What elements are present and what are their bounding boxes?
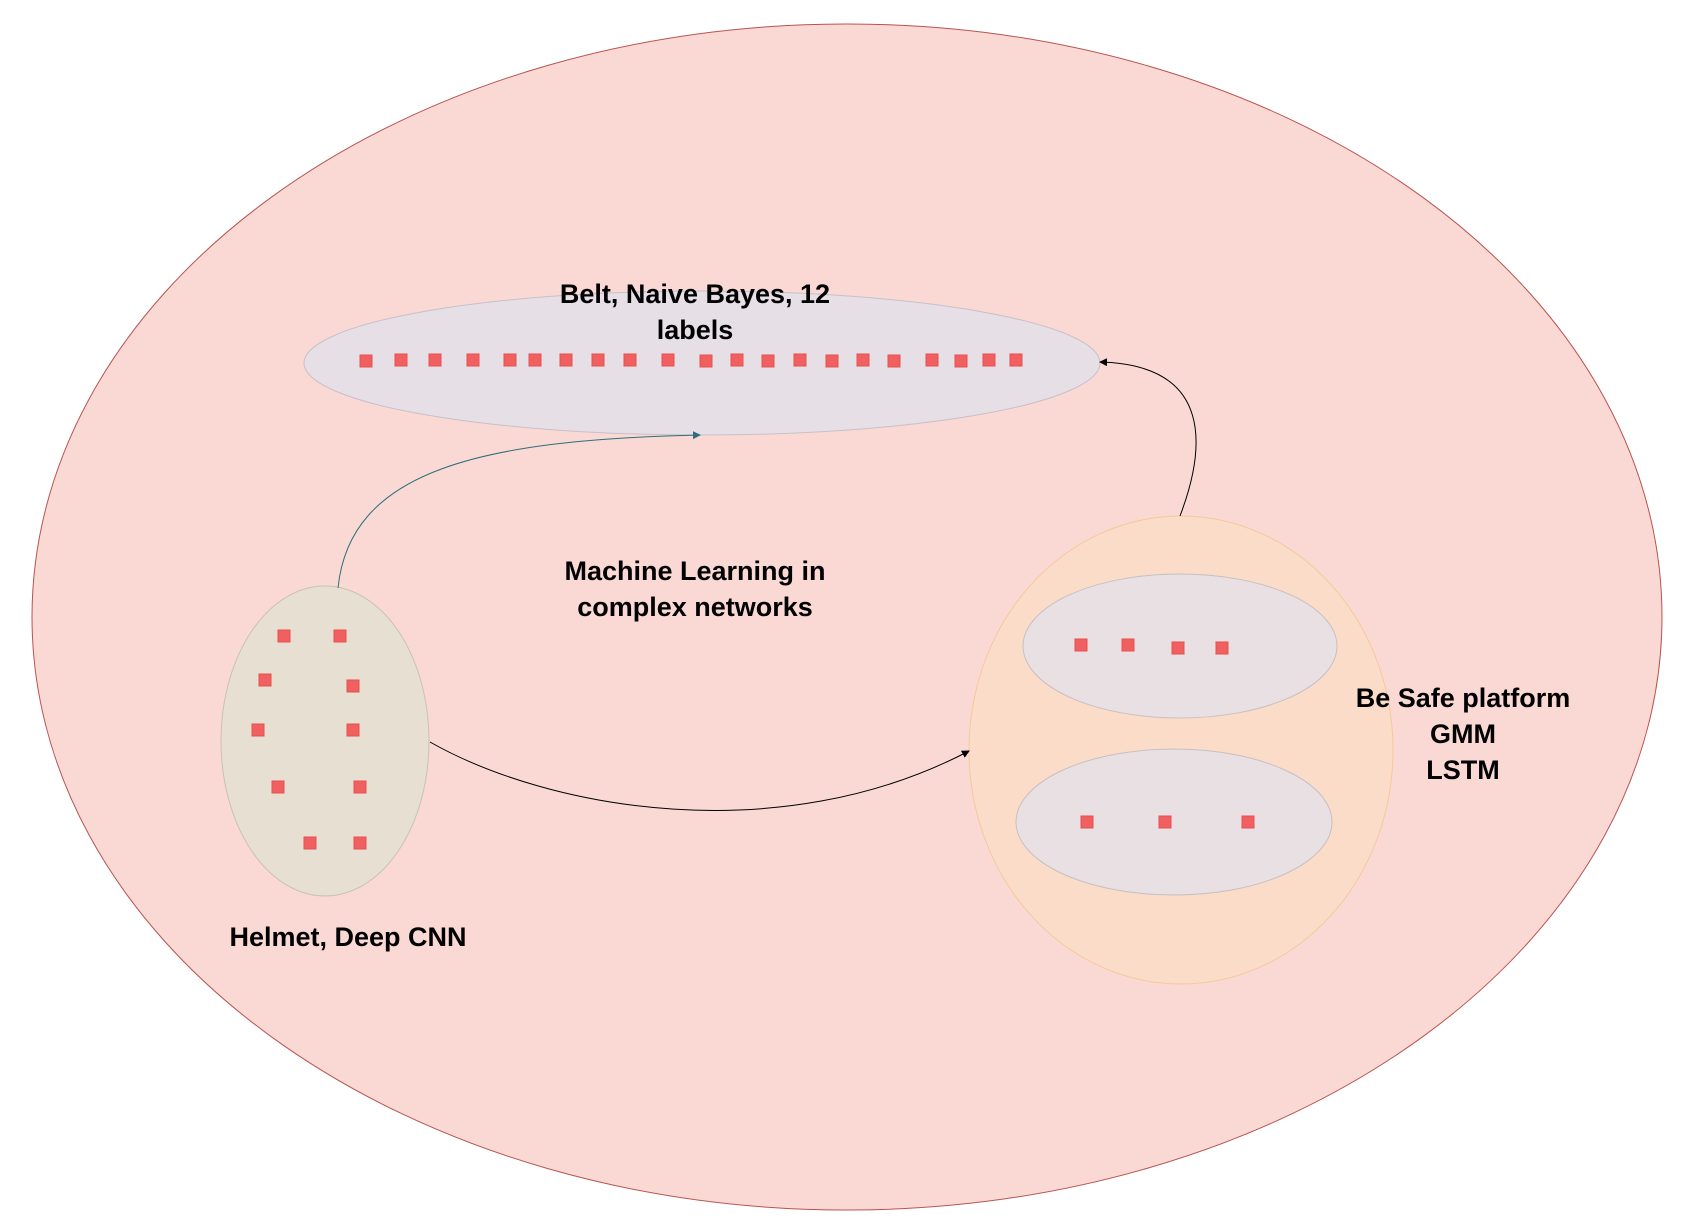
besafe-lower-markers [1080,815,1255,829]
besafe-upper-marker [1121,638,1135,652]
belt-marker [699,354,713,368]
helmet-marker [346,723,360,737]
helmet-marker [277,629,291,643]
belt-marker [856,353,870,367]
belt-marker [661,353,675,367]
belt-marker [466,353,480,367]
helmet-marker [346,679,360,693]
besafe-label-line-3: LSTM [1426,755,1500,785]
helmet-marker [251,723,265,737]
helmet-label: Helmet, Deep CNN [198,919,498,955]
belt-marker [730,353,744,367]
belt-marker [359,354,373,368]
belt-marker [982,353,996,367]
diagram-title-line-1: Machine Learning in [564,556,826,586]
helmet-label-text: Helmet, Deep CNN [229,922,467,952]
belt-marker [559,353,573,367]
belt-marker [793,353,807,367]
belt-marker [394,353,408,367]
edge-besafe-to-belt [1099,358,1197,517]
helmet-markers [251,629,367,850]
belt-marker [528,353,542,367]
besafe-upper-marker [1074,638,1088,652]
besafe-lower-ellipse [1015,748,1333,896]
belt-marker [623,353,637,367]
besafe-lower-marker [1080,815,1094,829]
helmet-marker [303,836,317,850]
belt-label: Belt, Naive Bayes, 12 labels [510,276,880,348]
belt-marker [503,353,517,367]
belt-marker [1009,353,1023,367]
besafe-label-line-2: GMM [1430,719,1496,749]
belt-label-line-1: Belt, Naive Bayes, 12 [559,279,831,309]
helmet-marker [258,673,272,687]
besafe-upper-markers [1074,638,1229,655]
belt-marker [428,353,442,367]
belt-marker [761,354,775,368]
besafe-lower-marker [1158,815,1172,829]
belt-label-line-2: labels [656,315,734,345]
belt-marker [591,353,605,367]
edge-helmet-to-belt [337,431,701,589]
edge-helmet-to-besafe [429,741,970,811]
besafe-upper-marker [1215,641,1229,655]
besafe-lower-marker [1241,815,1255,829]
helmet-ellipse [220,585,430,897]
diagram-title-line-2: complex networks [577,592,813,622]
helmet-marker [353,780,367,794]
helmet-marker [271,780,285,794]
belt-marker [887,354,901,368]
diagram-title: Machine Learning in complex networks [500,553,890,625]
helmet-marker [353,836,367,850]
belt-marker [925,353,939,367]
besafe-label-line-1: Be Safe platform [1355,683,1571,713]
besafe-upper-marker [1171,641,1185,655]
besafe-label: Be Safe platform GMM LSTM [1318,680,1608,788]
belt-marker [825,354,839,368]
belt-markers [359,353,1023,368]
helmet-marker [333,629,347,643]
belt-marker [954,354,968,368]
